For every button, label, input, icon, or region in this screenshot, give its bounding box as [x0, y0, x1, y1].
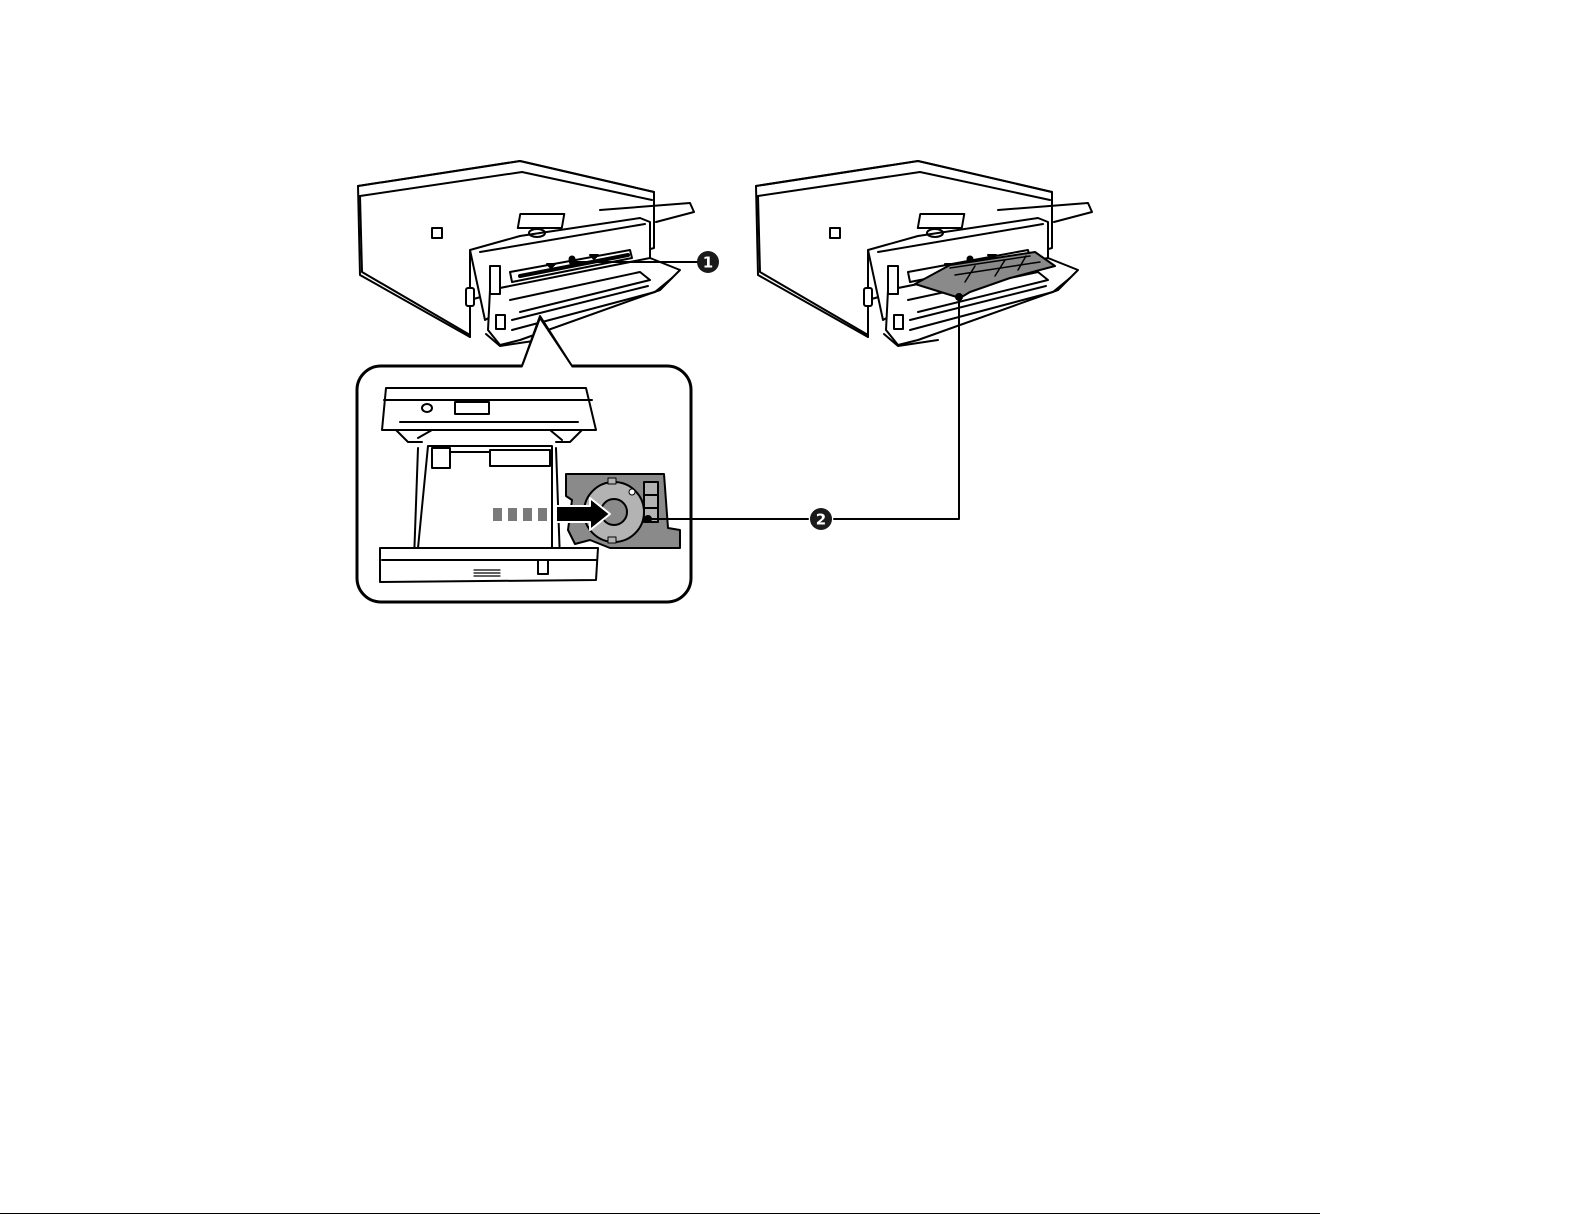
zoom-inset: [357, 318, 691, 602]
svg-text:1: 1: [703, 254, 713, 272]
callout-2: 2: [810, 508, 832, 530]
callout-1: 1: [697, 251, 719, 273]
footer-rule: [0, 1213, 1320, 1214]
printer-left: [358, 161, 694, 346]
svg-text:2: 2: [816, 511, 826, 529]
printer-right: [756, 161, 1092, 346]
